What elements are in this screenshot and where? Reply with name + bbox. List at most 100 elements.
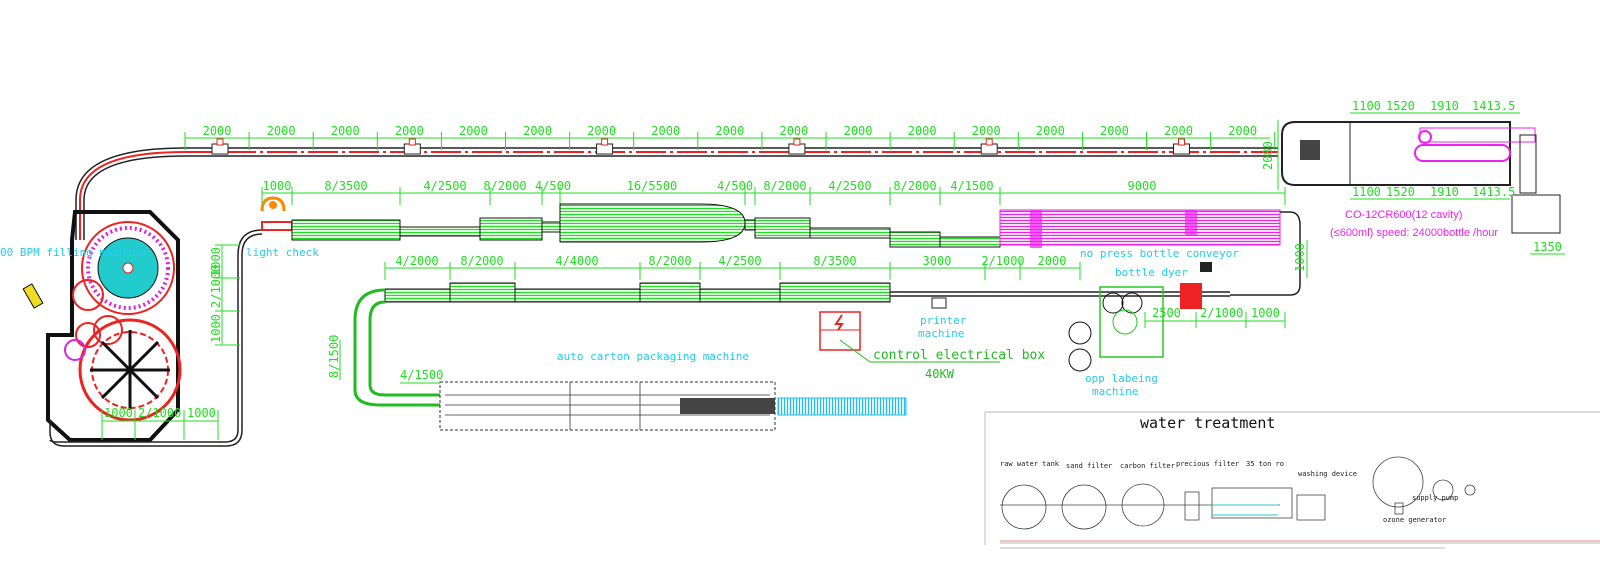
wt-supply-pump: supply pump <box>1412 494 1458 502</box>
dim-air-conveyor-label: 2000 <box>267 124 296 138</box>
wt-ro: 35 ton ro <box>1246 460 1284 468</box>
return-conveyor: 1000 2/1000 1000 1000 2/1000 1000 <box>49 229 263 447</box>
printer-label-1: printer <box>920 314 967 327</box>
dim-air-conveyor-label: 2000 <box>779 124 808 138</box>
dim-row2-label: 4/1500 <box>950 179 993 193</box>
dim-right-vertical: 1000 <box>1293 243 1307 272</box>
carton-packaging-machine: auto carton packaging machine <box>439 350 907 431</box>
dim-row3-label: 2/1000 <box>981 254 1024 268</box>
water-treatment-panel: water treatment raw water tank sand filt… <box>984 411 1600 549</box>
dim-air-conveyor-label: 2000 <box>908 124 937 138</box>
control-box-label: control electrical box <box>873 348 1045 363</box>
dim-row3-label: 4/4000 <box>555 254 598 268</box>
dim-air-conveyor-label: 2000 <box>1036 124 1065 138</box>
dim-return-2: 2/1000 <box>138 406 181 420</box>
dim-air-conveyor-label: 2000 <box>459 124 488 138</box>
row3-conveyors: 4/2000 8/2000 4/4000 8/2000 4/2500 8/3500 3000… <box>327 240 1308 407</box>
dim-left-vertical-2: 2/1000 <box>209 265 223 308</box>
bottle-dryer: bottle dyer <box>1115 262 1212 309</box>
dim-air-conveyor-label: 2000 <box>203 124 232 138</box>
printer-label-2: machine <box>918 327 964 340</box>
dim-row2-label: 4/2500 <box>423 179 466 193</box>
dim-air-conveyor-label: 2000 <box>395 124 424 138</box>
dim-carton-curve: 8/1500 <box>327 335 341 378</box>
dim-lower-3: 1000 <box>1251 306 1280 320</box>
dim-lower-2: 2/1000 <box>1200 306 1243 320</box>
molder-speed: (≤600ml) speed: 24000bottle /hour <box>1330 227 1498 239</box>
dim-row2-label: 4/500 <box>717 179 753 193</box>
filling-machine: 00 BPM filling machine <box>0 210 182 442</box>
opp-labeling-machine: opp labeing machine <box>1068 286 1164 398</box>
lightning-icon <box>834 314 844 331</box>
dim-air-conveyor-label: 2000 <box>523 124 552 138</box>
dim-molder-bottom-4: 1413.5 <box>1472 185 1515 199</box>
air-conveyor: 2000 2000 2000 2000 2000 2000 2000 2000 2000 2000… <box>75 120 1279 240</box>
dim-air-conveyor-label: 2000 <box>715 124 744 138</box>
dim-molder-bottom-2: 1520 <box>1386 185 1415 199</box>
dim-molder-top-4: 1413.5 <box>1472 99 1515 113</box>
dim-row2-label: 1000 <box>263 179 292 193</box>
carton-machine-label: auto carton packaging machine <box>557 350 749 363</box>
air-fan-motor <box>601 138 609 146</box>
dim-molder-side: 1350 <box>1533 240 1562 254</box>
dim-row3-label: 8/2000 <box>460 254 503 268</box>
printer-machine: printer machine <box>918 297 967 340</box>
dim-row2-label: 8/3500 <box>324 179 367 193</box>
air-fan-motor <box>216 138 224 146</box>
wt-precious-filter: precious filter <box>1176 460 1239 468</box>
blow-molding-machine: 1100 1520 1910 1413.5 1100 1520 1910 141… <box>1281 99 1565 255</box>
dim-molder-bottom-1: 1100 <box>1352 185 1381 199</box>
wt-sand-filter: sand filter <box>1066 462 1112 470</box>
light-check <box>260 196 293 231</box>
row2-conveyors: 1000 8/3500 4/2500 8/2000 4/500 16/5500 4/500 8… <box>261 179 1301 296</box>
dim-lower-1: 2500 <box>1152 306 1181 320</box>
dim-left-vertical-3: 1000 <box>209 314 223 343</box>
air-fan-motor <box>793 138 801 146</box>
dim-row3-label: 8/2000 <box>648 254 691 268</box>
dim-row3-label: 3000 <box>923 254 952 268</box>
wt-washing-device: washing device <box>1298 470 1357 478</box>
dim-air-conveyor-label: 2000 <box>844 124 873 138</box>
dim-return-1: 1000 <box>104 406 133 420</box>
dim-row3-label: 4/2000 <box>395 254 438 268</box>
labeler-label-1: opp labeing <box>1085 372 1158 385</box>
dim-molder-top-2: 1520 <box>1386 99 1415 113</box>
light-check-label: light check <box>246 246 319 259</box>
dim-air-conveyor-label: 2000 <box>331 124 360 138</box>
dim-row2-label: 8/2000 <box>763 179 806 193</box>
air-fan-motor <box>408 138 416 146</box>
wt-ozone-generator: ozone generator <box>1383 516 1446 524</box>
dim-molder-top-3: 1910 <box>1430 99 1459 113</box>
dim-air-conveyor-label: 2000 <box>972 124 1001 138</box>
dim-air-conveyor-label: 2000 <box>1100 124 1129 138</box>
dim-air-conveyor-height: 2080 <box>1261 141 1275 170</box>
dim-row2-label: 4/500 <box>535 179 571 193</box>
molder-model: CO-12CR600(12 cavity) <box>1345 209 1462 221</box>
dim-row2-label: 9000 <box>1128 179 1157 193</box>
no-press-conveyor-label: no press bottle conveyor <box>1080 247 1239 260</box>
dim-air-conveyor-label: 2000 <box>1228 124 1257 138</box>
dim-molder-top-1: 1100 <box>1352 99 1381 113</box>
control-box-power: 40KW <box>925 367 955 381</box>
dim-row2-label: 8/2000 <box>893 179 936 193</box>
dim-row2-label: 8/2000 <box>483 179 526 193</box>
dim-air-conveyor-label: 2000 <box>587 124 616 138</box>
water-treatment-title: water treatment <box>1140 414 1275 432</box>
air-fan-motor <box>985 138 993 146</box>
dim-row2-label: 16/5500 <box>627 179 678 193</box>
labeler-label-2: machine <box>1092 385 1138 398</box>
dim-row2-label: 4/2500 <box>828 179 871 193</box>
dim-row3-label: 8/3500 <box>813 254 856 268</box>
control-electrical-box: control electrical box 40KW <box>819 311 1045 381</box>
dim-row3-label: 2000 <box>1038 254 1067 268</box>
dim-left-vertical-1: 1000 <box>209 247 223 276</box>
dryer-label: bottle dyer <box>1115 266 1188 279</box>
dim-return-3: 1000 <box>187 406 216 420</box>
dim-air-conveyor-label: 2000 <box>651 124 680 138</box>
wt-carbon-filter: carbon filter <box>1120 462 1175 470</box>
dim-row3-label: 4/2500 <box>718 254 761 268</box>
wt-raw-water-tank: raw water tank <box>1000 460 1060 468</box>
dim-carton-infeed: 4/1500 <box>400 368 443 382</box>
filling-machine-label: 00 BPM filling machine <box>0 246 146 259</box>
